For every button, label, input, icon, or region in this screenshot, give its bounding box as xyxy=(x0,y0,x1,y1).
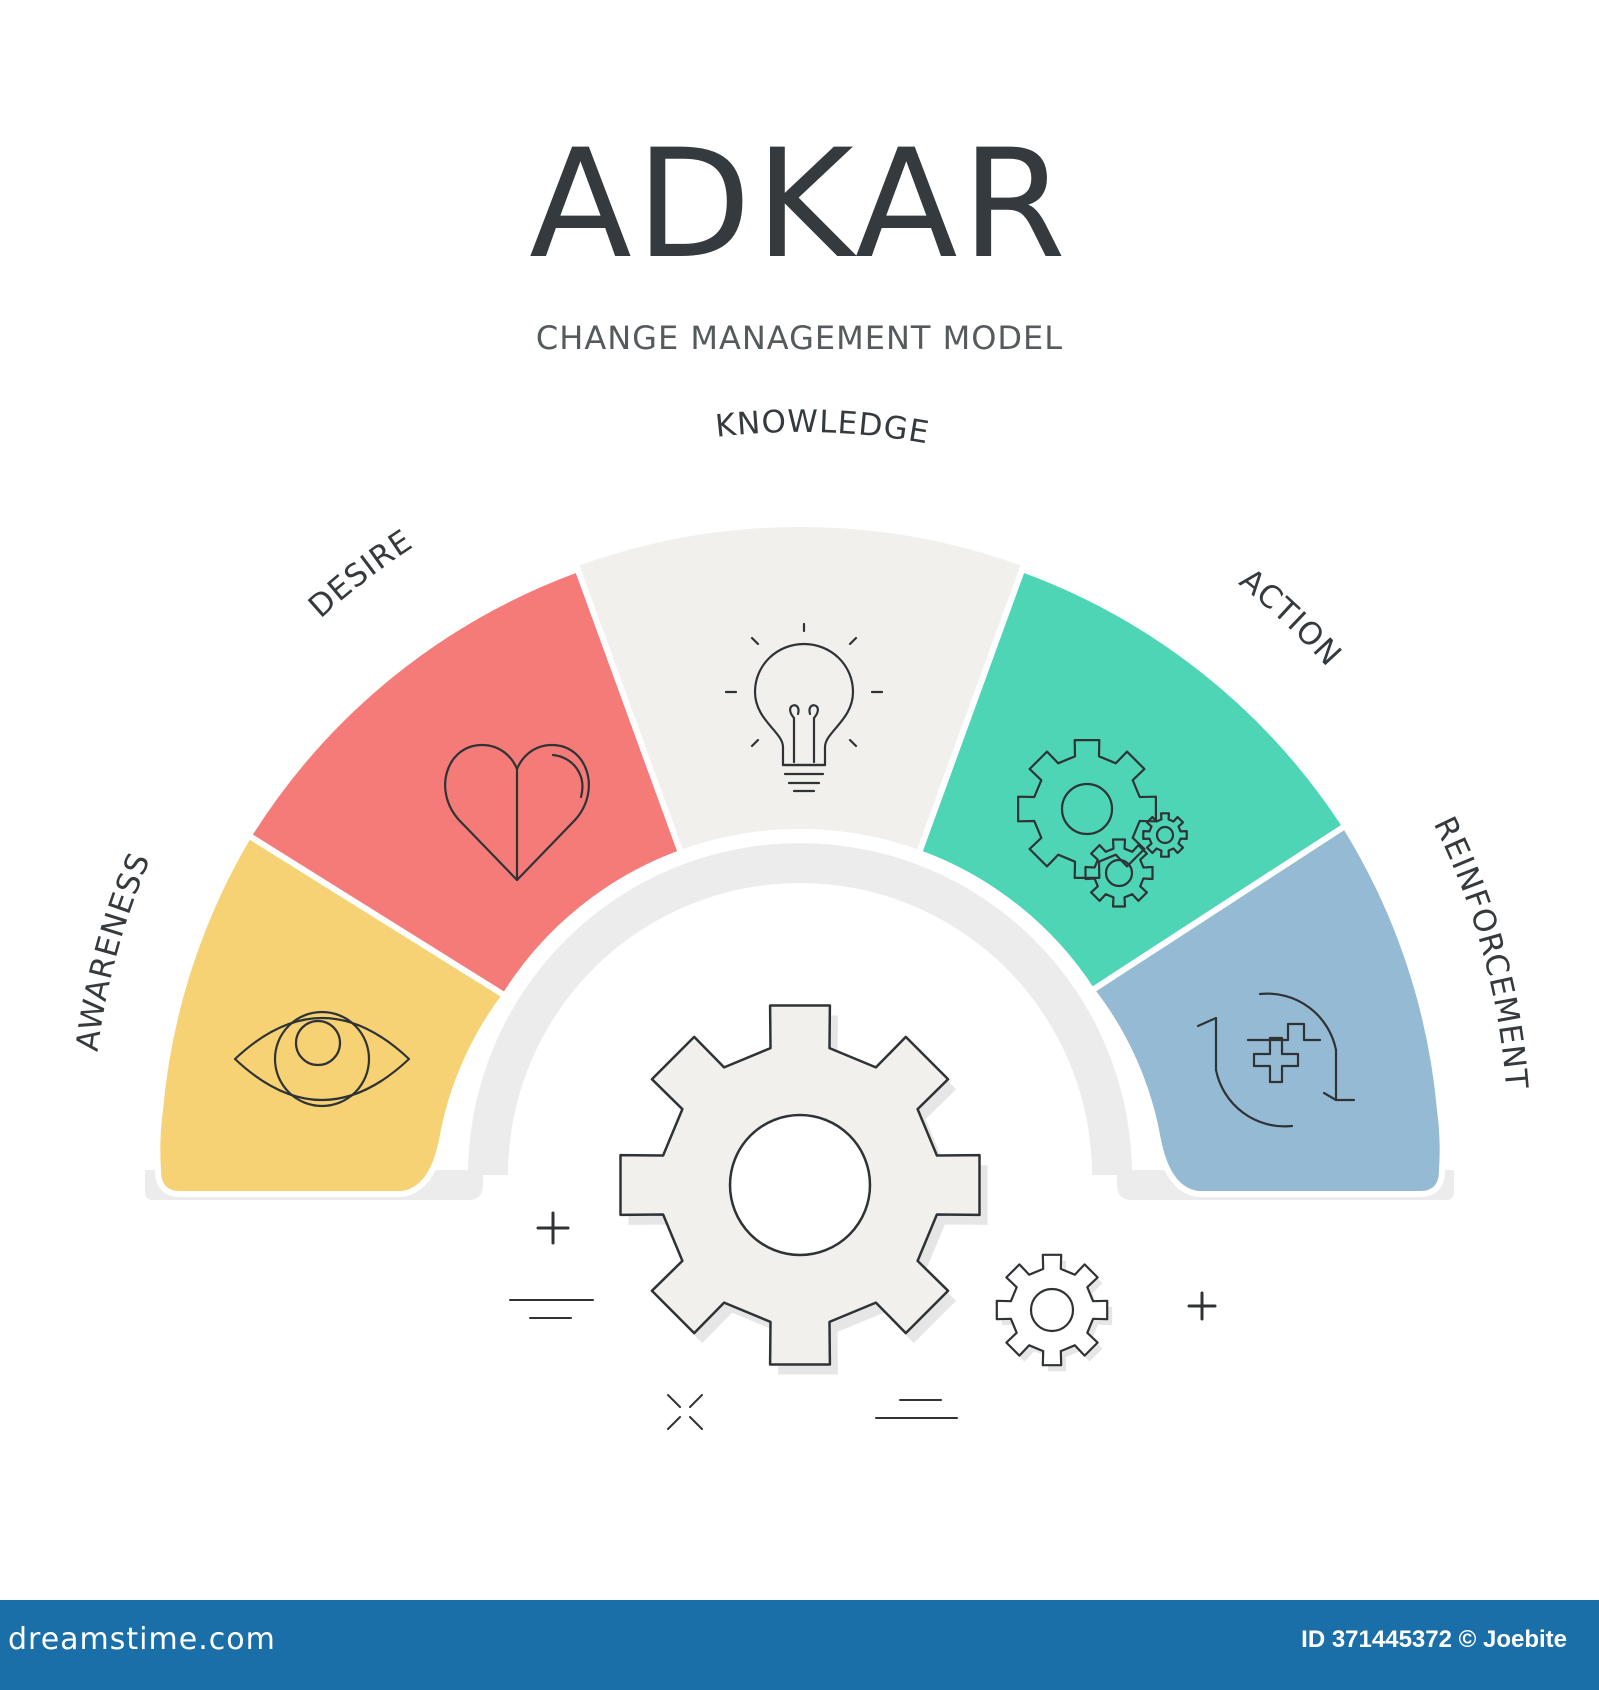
label-desire: DESIRE xyxy=(302,523,419,625)
dash-icon xyxy=(509,1299,594,1319)
heart-icon xyxy=(444,743,590,882)
decorations xyxy=(509,1211,1217,1430)
inner-arc-rim xyxy=(468,843,1132,1175)
label-awareness: AWARENESS xyxy=(70,847,158,1053)
segment-knowledge xyxy=(572,520,1028,856)
sparkle-icon xyxy=(667,1394,703,1430)
small-gear-icon xyxy=(995,1253,1113,1372)
diagram-subtitle: CHANGE MANAGEMENT MODEL xyxy=(535,319,1064,357)
plus-icon xyxy=(536,1211,570,1245)
arc-diagram: AWARENESS DESIRE KNOWLEDGE ACTION REINFO… xyxy=(70,404,1534,1430)
label-reinforcement: REINFORCEMENT xyxy=(1426,811,1534,1091)
footer-brand: dreamstime.com xyxy=(8,1622,276,1657)
eye-icon xyxy=(233,1010,411,1108)
segment-desire xyxy=(245,566,684,999)
footer-bar: dreamstime.com ID 371445372 © Joebite xyxy=(0,1600,1599,1690)
gears-icon xyxy=(1017,739,1188,908)
gear-icon xyxy=(619,1004,988,1375)
label-action: ACTION xyxy=(1233,562,1349,674)
diagram-title: ADKAR xyxy=(529,118,1070,292)
footer-credit: ID 371445372 © Joebite xyxy=(1301,1626,1567,1653)
plus-icon xyxy=(1187,1291,1217,1321)
segment-reinforcement xyxy=(1088,822,1446,1197)
lightbulb-icon xyxy=(724,622,884,793)
refresh-plus-icon xyxy=(1196,992,1356,1128)
segment-awareness xyxy=(154,832,508,1197)
label-knowledge: KNOWLEDGE xyxy=(714,404,933,451)
dash-icon xyxy=(875,1399,958,1419)
